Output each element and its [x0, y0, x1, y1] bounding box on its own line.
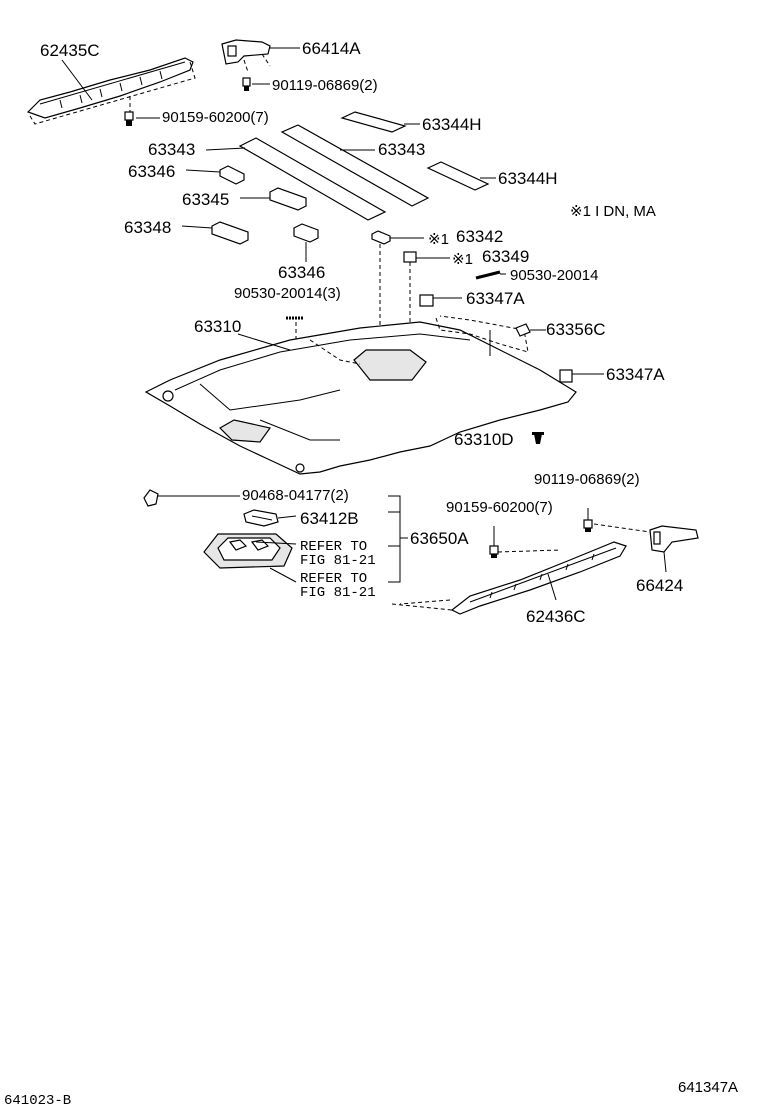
screw-90159-bottom-icon [489, 526, 561, 558]
label-63310: 63310 [194, 317, 241, 336]
label-63347a-top: 63347A [466, 289, 525, 308]
clip-90468-icon [143, 489, 240, 507]
clip-63356c-icon [515, 323, 546, 337]
part-63344h-lower-drawing [426, 161, 496, 191]
label-63343-left: 63343 [148, 140, 195, 159]
label-63346-bottom: 63346 [278, 263, 325, 282]
label-refer-1-line1: REFER TO [300, 539, 367, 555]
label-63342-mark: ※1 [428, 231, 449, 248]
part-62436c-drawing [391, 541, 627, 615]
part-63346-top-drawing [185, 165, 245, 185]
label-63349-mark: ※1 [452, 251, 473, 268]
label-63346-top: 63346 [128, 162, 175, 181]
note-idn-ma: ※1 I DN, MA [570, 203, 656, 220]
part-66414a-drawing [221, 39, 300, 73]
label-62435c: 62435C [40, 41, 100, 60]
footer-code-left: 641023-B [4, 1093, 71, 1109]
label-62436c: 62436C [526, 607, 586, 626]
dome-lamp-drawing [203, 533, 297, 583]
part-63347a-top-drawing [419, 294, 462, 307]
part-63346-bottom-drawing [293, 223, 319, 262]
part-66424-drawing [649, 525, 699, 573]
label-66424: 66424 [636, 576, 683, 595]
label-63344h-upper: 63344H [422, 115, 482, 134]
label-63342: 63342 [456, 227, 503, 246]
headliner-63310-drawing [144, 315, 577, 475]
label-63344h-lower: 63344H [498, 169, 558, 188]
screw-90159-top-icon [124, 96, 160, 126]
part-63342-drawing [371, 230, 424, 350]
label-63356c: 63356C [546, 320, 606, 339]
footer-code-right: 641347A [678, 1079, 738, 1096]
label-63345: 63345 [182, 190, 229, 209]
label-63347a-right: 63347A [606, 365, 665, 384]
clip-90530-right-icon [475, 270, 506, 280]
clip-63310d-icon [532, 432, 544, 444]
label-90530-right: 90530-20014 [510, 267, 598, 284]
part-63344h-upper-drawing [340, 111, 420, 133]
screw-90119-bottom-icon [583, 508, 651, 533]
label-refer-2-line2: FIG 81-21 [300, 585, 376, 601]
label-90119-bottom: 90119-06869(2) [534, 471, 640, 488]
label-66414a: 66414A [302, 39, 361, 58]
label-63343-right: 63343 [378, 140, 425, 159]
label-63412b: 63412B [300, 509, 359, 528]
label-90159-top: 90159-60200(7) [162, 109, 269, 126]
label-90530-left: 90530-20014(3) [234, 285, 341, 302]
part-63345-drawing [240, 187, 307, 211]
label-refer-1-line2: FIG 81-21 [300, 553, 376, 569]
part-63343-strips-drawing [205, 124, 430, 221]
label-63650a: 63650A [410, 529, 469, 548]
screw-90119-top-icon [242, 77, 270, 91]
part-62435c-drawing [26, 57, 196, 125]
part-63348-drawing [181, 221, 249, 245]
part-63412b-drawing [243, 509, 297, 527]
label-63349: 63349 [482, 247, 529, 266]
part-63347a-right-drawing [559, 369, 604, 383]
bracket-63650a [388, 495, 408, 583]
label-63310d: 63310D [454, 430, 514, 449]
label-90468: 90468-04177(2) [242, 487, 349, 504]
label-90119-top: 90119-06869(2) [272, 77, 378, 94]
label-63348: 63348 [124, 218, 171, 237]
label-refer-2-line1: REFER TO [300, 571, 367, 587]
label-90159-bottom: 90159-60200(7) [446, 499, 553, 516]
